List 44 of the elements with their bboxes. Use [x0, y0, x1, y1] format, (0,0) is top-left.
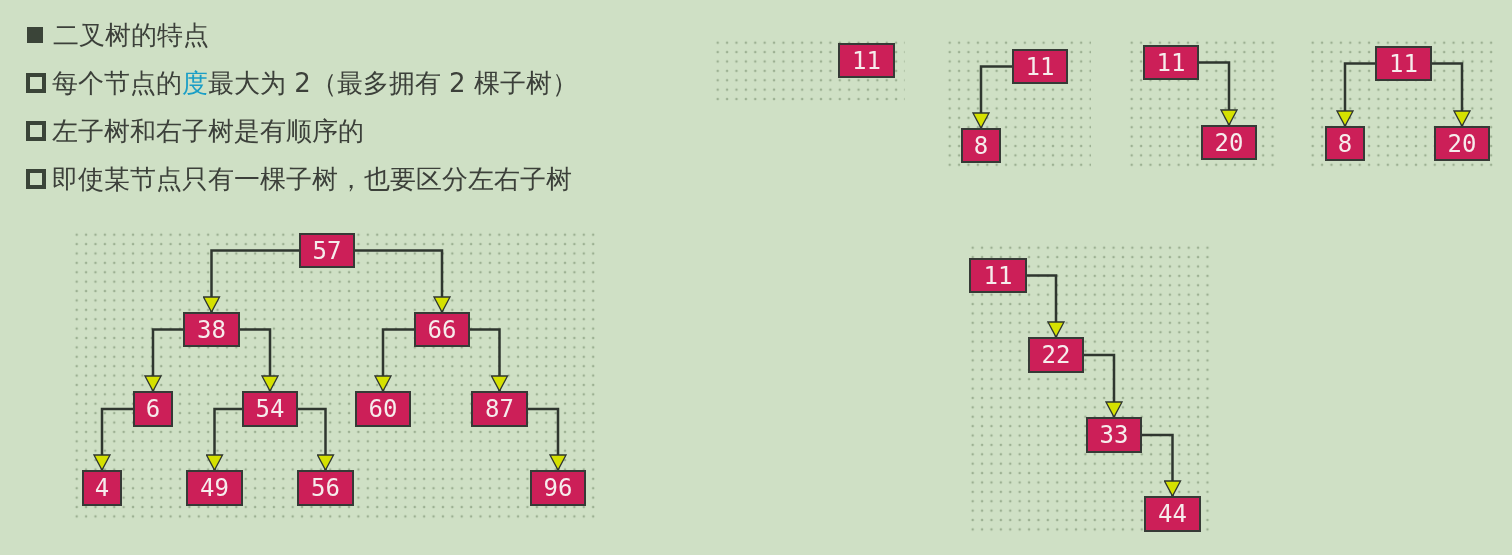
- tree-node: 8: [961, 128, 1001, 163]
- arrow: [144, 328, 183, 392]
- tree-node: 11: [1012, 49, 1068, 84]
- arrow: [1432, 62, 1471, 127]
- tree-node: 20: [1201, 125, 1257, 160]
- arrow: [298, 407, 335, 471]
- arrow: [528, 407, 567, 471]
- tree-node: 38: [183, 312, 240, 347]
- list-item-text: 即使某节点只有一棵子树，也要区分左右子树: [52, 163, 572, 196]
- tree-node: 49: [186, 470, 243, 506]
- arrow: [1199, 61, 1238, 126]
- arrow: [470, 328, 509, 392]
- tree-node: 11: [1143, 45, 1199, 80]
- tree-node: 57: [299, 233, 355, 268]
- tree-node: 6: [133, 391, 173, 427]
- tree-node: 33: [1086, 417, 1142, 453]
- heading: 二叉树的特点: [53, 19, 209, 52]
- arrow: [374, 328, 414, 392]
- arrow: [205, 407, 242, 471]
- tree-node: 8: [1325, 126, 1365, 161]
- arrow: [1142, 433, 1182, 497]
- tree-node: 66: [414, 312, 470, 347]
- tree-node: 87: [471, 391, 528, 427]
- tree-node: 56: [297, 470, 354, 506]
- arrow: [1027, 274, 1065, 338]
- tree-node: 22: [1028, 337, 1084, 373]
- tree-node: 54: [242, 391, 298, 427]
- tree-node: 60: [355, 391, 411, 427]
- tree-node: 96: [530, 470, 586, 506]
- tree-node: 20: [1434, 126, 1490, 161]
- arrow: [202, 249, 299, 313]
- arrow: [972, 65, 1012, 129]
- tree-node: 4: [82, 470, 122, 506]
- arrow: [240, 328, 279, 392]
- list-item-text: 左子树和右子树是有顺序的: [52, 115, 364, 148]
- tree-node: 44: [1144, 496, 1201, 532]
- arrow: [1084, 353, 1123, 418]
- tree-node: 11: [969, 258, 1027, 293]
- arrow: [1336, 62, 1375, 127]
- tree-node: 11: [838, 43, 895, 78]
- list-item-text: 每个节点的度最大为 2（最多拥有 2 棵子树）: [52, 67, 578, 100]
- tree-node: 11: [1375, 46, 1432, 81]
- arrow: [93, 407, 133, 471]
- arrow: [355, 249, 451, 313]
